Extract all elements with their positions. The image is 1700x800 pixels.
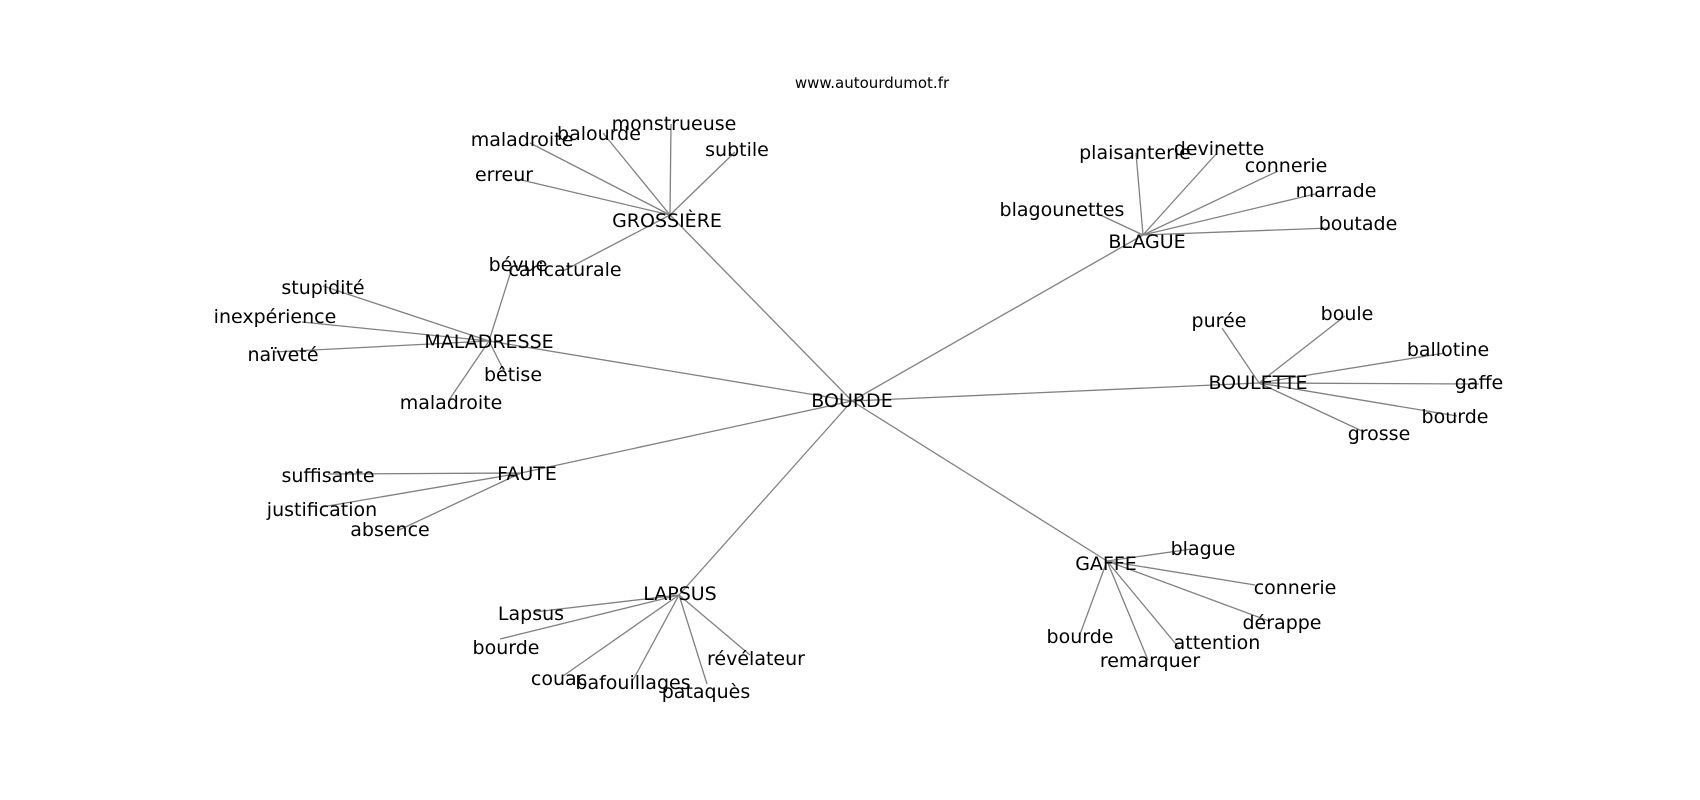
leaf-boulette-bourde[interactable]: bourde [1422,406,1489,428]
leaf-faute-absence[interactable]: absence [350,519,429,541]
edge-bourde-grossiere [669,214,853,402]
edge-boulette-puree [1221,327,1260,384]
edge-boulette-bourde [1258,382,1458,417]
leaf-gaffe-remarquer[interactable]: remarquer [1100,650,1201,672]
leaf-gaffe-attention[interactable]: attention [1174,632,1261,654]
leaf-gaffe-blague[interactable]: blague [1171,538,1236,560]
leaf-grossiere-maladroite[interactable]: maladroite [471,129,574,151]
leaf-faute-suffisante[interactable]: suffisante [281,465,374,487]
edge-lapsus-bafouillages [632,594,680,681]
edge-lapsus-lapsus [533,594,680,613]
edge-lapsus-couac [562,594,680,677]
hub-node-grossiere[interactable]: GROSSIÈRE [612,209,722,232]
edge-bourde-boulette [851,382,1260,402]
leaf-blague-blagounettes[interactable]: blagounettes [1000,199,1125,221]
edge-maladresse-betise [488,340,506,374]
edge-bourde-faute [520,400,853,474]
edge-gaffe-derappe [1106,560,1270,622]
leaf-lapsus-pataques[interactable]: pataquès [662,681,751,703]
edge-maladresse-stupidite [322,285,490,342]
hub-node-faute[interactable]: FAUTE [497,463,557,485]
leaf-grossiere-caricaturale[interactable]: caricaturale [508,259,621,281]
edge-lapsus-revelateur [678,594,751,656]
leaf-gaffe-connerie[interactable]: connerie [1254,577,1337,599]
leaf-maladresse-inexperience[interactable]: inexpérience [214,306,337,328]
leaf-boulette-ballotine[interactable]: ballotine [1407,339,1489,361]
leaf-boulette-gaffe[interactable]: gaffe [1455,372,1503,394]
edge-grossiere-balourde [602,132,671,216]
leaf-blague-boutade[interactable]: boutade [1319,213,1398,235]
edge-grossiere-caricaturale [562,214,671,272]
edge-gaffe-connerie [1106,560,1256,586]
edge-lapsus-pataques [678,594,708,685]
edge-maladresse-maladroite [448,340,490,401]
edges-layer [273,123,1480,685]
leaf-maladresse-bevue[interactable]: bévue [489,254,548,276]
leaf-maladresse-stupidite[interactable]: stupidité [281,277,364,299]
edge-boulette-grosse [1258,382,1363,432]
edge-blague-boutade [1142,227,1331,236]
hub-node-boulette[interactable]: BOULETTE [1208,372,1307,394]
edge-boulette-ballotine [1258,352,1446,384]
edge-blague-plaisanterie [1135,152,1144,236]
leaf-blague-devinette[interactable]: devinette [1174,138,1265,160]
leaf-maladresse-maladroite[interactable]: maladroite [400,392,503,414]
center-node-label[interactable]: BOURDE [811,390,892,412]
edge-gaffe-remarquer [1106,560,1149,661]
hub-node-maladresse[interactable]: MALADRESSE [424,331,553,353]
edge-boulette-boule [1258,315,1346,384]
edge-grossiere-maladroite [529,142,671,216]
edge-faute-absence [398,472,522,531]
edge-grossiere-subtile [669,151,736,216]
edge-grossiere-erreur [516,178,671,216]
leaf-gaffe-bourde[interactable]: bourde [1047,626,1114,648]
leaf-blague-plaisanterie[interactable]: plaisanterie [1079,142,1191,164]
edge-blague-connerie [1142,170,1279,236]
leaf-lapsus-bafouillages[interactable]: bafouillages [575,672,690,694]
hub-node-blague[interactable]: BLAGUE [1108,231,1185,253]
edge-blague-marrade [1142,193,1316,236]
leaf-lapsus-bourde[interactable]: bourde [473,637,540,659]
leaf-faute-justification[interactable]: justification [266,499,377,521]
edge-gaffe-bourde [1078,560,1108,638]
leaf-blague-marrade[interactable]: marrade [1296,180,1377,202]
hub-node-gaffe[interactable]: GAFFE [1075,553,1137,575]
leaf-maladresse-naivete[interactable]: naïveté [247,344,318,366]
edge-maladresse-bevue [488,267,513,342]
edge-grossiere-monstrueuse [669,123,672,216]
hub-node-lapsus[interactable]: LAPSUS [643,583,717,605]
leaf-grossiere-subtile[interactable]: subtile [705,139,769,161]
leaf-grossiere-erreur[interactable]: erreur [475,164,533,186]
leaf-maladresse-betise[interactable]: bêtise [484,364,542,386]
labels-layer: maladroitebalourdemonstrueusesubtileerre… [214,113,1504,703]
edge-bourde-lapsus [678,400,853,596]
leaf-lapsus-couac[interactable]: couac [531,668,587,690]
edge-bourde-blague [851,234,1144,402]
source-url: www.autourdumot.fr [795,74,950,92]
edge-gaffe-blague [1106,548,1193,562]
leaf-grossiere-balourde[interactable]: balourde [557,123,641,145]
edge-lapsus-bourde [499,594,680,640]
leaf-boulette-boule[interactable]: boule [1321,303,1374,325]
edge-maladresse-naivete [273,340,490,353]
edge-gaffe-attention [1106,560,1181,650]
edge-bourde-gaffe [851,400,1108,562]
edge-maladresse-inexperience [301,321,490,342]
leaf-boulette-puree[interactable]: purée [1192,310,1247,332]
leaf-lapsus-lapsus[interactable]: Lapsus [498,603,564,625]
leaf-boulette-grosse[interactable]: grosse [1348,423,1411,445]
leaf-blague-connerie[interactable]: connerie [1245,155,1328,177]
edge-blague-devinette [1142,152,1218,236]
edge-bourde-maladresse [488,340,853,402]
edge-faute-justification [321,472,522,508]
edge-blague-blagounettes [1095,212,1144,236]
edge-boulette-gaffe [1258,382,1480,385]
leaf-grossiere-monstrueuse[interactable]: monstrueuse [612,113,737,135]
leaf-lapsus-revelateur[interactable]: révélateur [707,648,805,670]
edge-faute-suffisante [327,472,522,475]
leaf-gaffe-derappe[interactable]: dérappe [1242,612,1321,634]
